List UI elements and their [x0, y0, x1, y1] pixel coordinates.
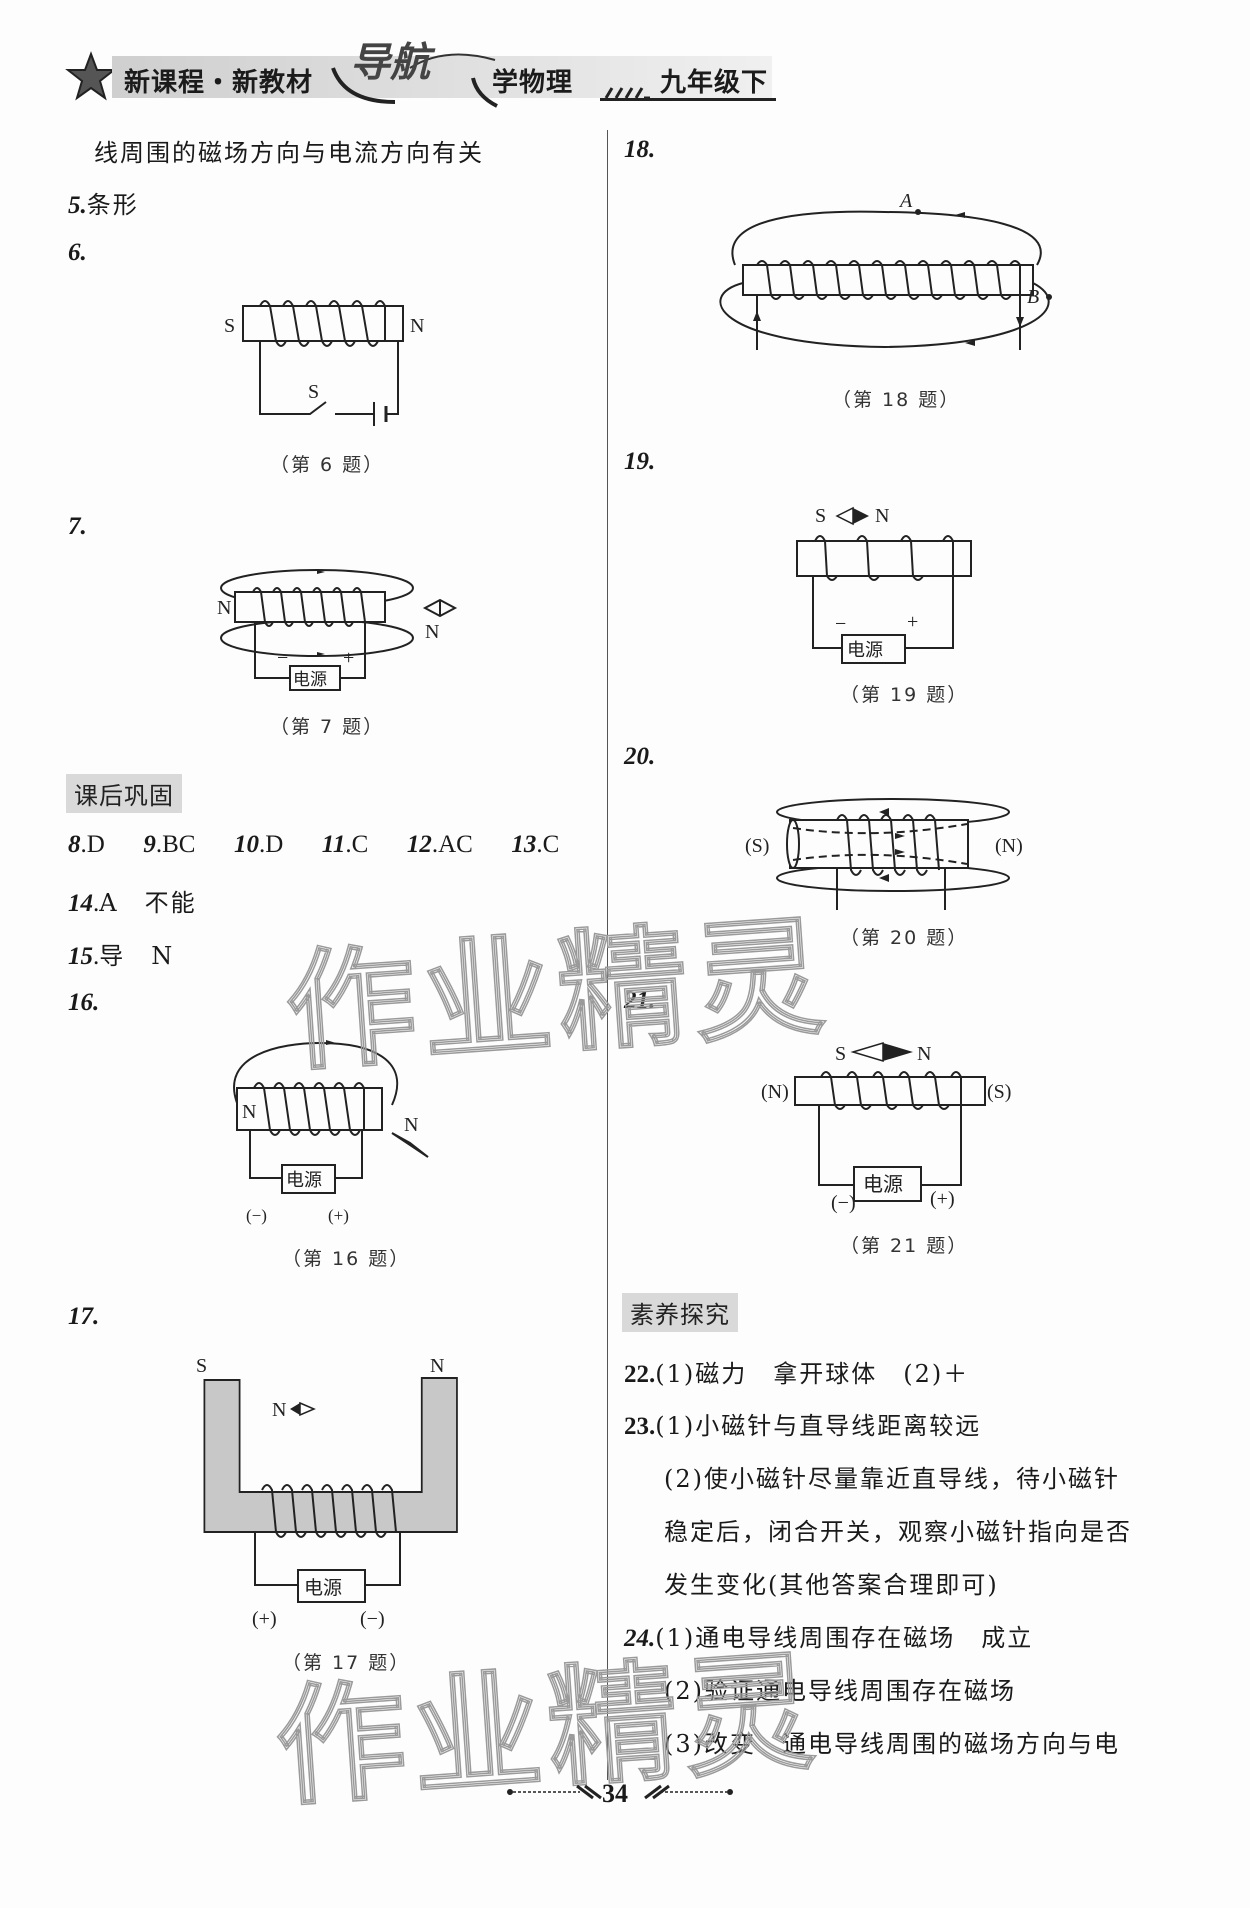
answer-23-line3: 稳定后，闭合开关，观察小磁针指向是否	[664, 1518, 1132, 1546]
answer-continuation: 线周围的磁场方向与电流方向有关	[94, 139, 484, 167]
svg-text:(+): (+)	[252, 1608, 277, 1630]
answer-23-line4: 发生变化(其他答案合理即可)	[664, 1571, 999, 1599]
series-title: 新课程・新教材	[124, 68, 314, 98]
svg-text:−: −	[835, 613, 846, 635]
logo-text: 导航	[350, 40, 430, 86]
svg-text:(N): (N)	[761, 1081, 789, 1103]
svg-text:+: +	[907, 611, 918, 633]
svg-text:(N): (N)	[995, 835, 1023, 857]
footer-ornament	[507, 1784, 733, 1800]
figure-21-diagram: S N (N) (S) 电源 (−) (+)	[761, 1041, 1011, 1214]
figure-7-diagram: N N 电源 − +	[217, 569, 458, 691]
figure-20-caption: （第 20 题）	[840, 927, 969, 949]
answer-5: 5.条形	[68, 191, 139, 219]
figure-19-diagram: S N 电源 − +	[796, 505, 972, 664]
svg-text:电源: 电源	[863, 1172, 903, 1196]
figure-16-diagram: N N 电源 (−) (+)	[233, 1040, 429, 1225]
page-number: 34	[602, 1779, 628, 1808]
svg-text:(−): (−)	[246, 1206, 267, 1225]
svg-text:S: S	[835, 1043, 846, 1065]
column-divider	[607, 130, 608, 1780]
svg-text:+: +	[343, 647, 354, 669]
answer-24-line1: 24.(1)通电导线周围存在磁场 成立	[624, 1624, 1034, 1652]
svg-text:N: N	[430, 1355, 444, 1377]
header-underline	[600, 98, 776, 101]
subject-title: 学物理	[492, 68, 574, 98]
answer-19-label: 19.	[624, 448, 656, 475]
svg-text:(−): (−)	[831, 1192, 856, 1214]
svg-text:N: N	[217, 597, 231, 619]
answer-18-label: 18.	[624, 136, 656, 163]
svg-text:N: N	[272, 1399, 286, 1421]
svg-text:S: S	[308, 381, 319, 403]
svg-text:N: N	[404, 1114, 418, 1136]
figure-6-caption: （第 6 题）	[270, 454, 385, 476]
answer-24-line3: (3)改变 通电导线周围的磁场方向与电	[664, 1730, 1120, 1758]
svg-text:电源: 电源	[304, 1577, 342, 1599]
svg-text:S: S	[224, 315, 235, 337]
section-heading-inquiry: 素养探究	[622, 1293, 738, 1332]
svg-text:S: S	[196, 1355, 207, 1377]
figure-18-diagram: A B	[719, 190, 1052, 350]
answer-14: 14.A 不能	[68, 889, 197, 917]
hatch-decoration	[604, 87, 650, 100]
answer-15: 15.导 N	[68, 942, 175, 970]
figure-16-caption: （第 16 题）	[282, 1248, 411, 1270]
svg-text:N: N	[425, 621, 439, 643]
answer-16-label: 16.	[68, 989, 100, 1016]
svg-text:N: N	[410, 315, 424, 337]
svg-text:(+): (+)	[930, 1188, 955, 1210]
svg-text:(−): (−)	[360, 1608, 385, 1630]
svg-text:电源: 电源	[847, 640, 883, 661]
figure-19-caption: （第 19 题）	[840, 684, 969, 706]
answer-6-label: 6.	[68, 239, 87, 266]
svg-text:电源: 电源	[293, 670, 327, 690]
figure-21-caption: （第 21 题）	[840, 1235, 969, 1257]
svg-text:S: S	[815, 505, 826, 527]
svg-text:N: N	[242, 1101, 256, 1123]
answer-24-line2: (2)验证通电导线周围存在磁场	[664, 1677, 1016, 1705]
figure-20-diagram: (S) (N)	[745, 798, 1023, 910]
answer-22: 22.(1)磁力 拿开球体 (2)＋	[624, 1360, 970, 1388]
svg-text:(+): (+)	[328, 1206, 349, 1225]
svg-text:(S): (S)	[745, 835, 769, 857]
watermark-middle: 作业精灵	[280, 899, 835, 1090]
star-icon	[65, 51, 117, 101]
answers-8-13: 8.D 9.BC 10.D 11.C 12.AC 13.C	[68, 831, 560, 858]
answer-7-label: 7.	[68, 513, 87, 540]
answer-20-label: 20.	[624, 743, 656, 770]
logo-swoosh	[331, 53, 498, 108]
figure-7-caption: （第 7 题）	[270, 716, 385, 738]
svg-text:N: N	[875, 505, 889, 527]
figure-18-caption: （第 18 题）	[832, 389, 961, 411]
figure-6-diagram: S N S	[224, 300, 424, 426]
answer-23-line2: (2)使小磁针尽量靠近直导线，待小磁针	[664, 1465, 1120, 1493]
answer-23-line1: 23.(1)小磁针与直导线距离较远	[624, 1412, 982, 1440]
svg-text:−: −	[277, 647, 288, 669]
svg-text:(S): (S)	[987, 1081, 1011, 1103]
header-band	[112, 56, 772, 98]
svg-text:A: A	[898, 190, 913, 212]
section-heading-consolidation: 课后巩固	[66, 774, 182, 813]
figure-17-diagram: S N N 电源 (+) (−)	[196, 1355, 458, 1630]
svg-text:电源: 电源	[286, 1170, 322, 1191]
svg-text:N: N	[917, 1043, 931, 1065]
grade-title: 九年级下	[660, 68, 769, 98]
figure-17-caption: （第 17 题）	[282, 1652, 411, 1674]
svg-text:B: B	[1027, 286, 1039, 308]
answer-21-label: 21.	[624, 987, 656, 1014]
answer-17-label: 17.	[68, 1303, 100, 1330]
